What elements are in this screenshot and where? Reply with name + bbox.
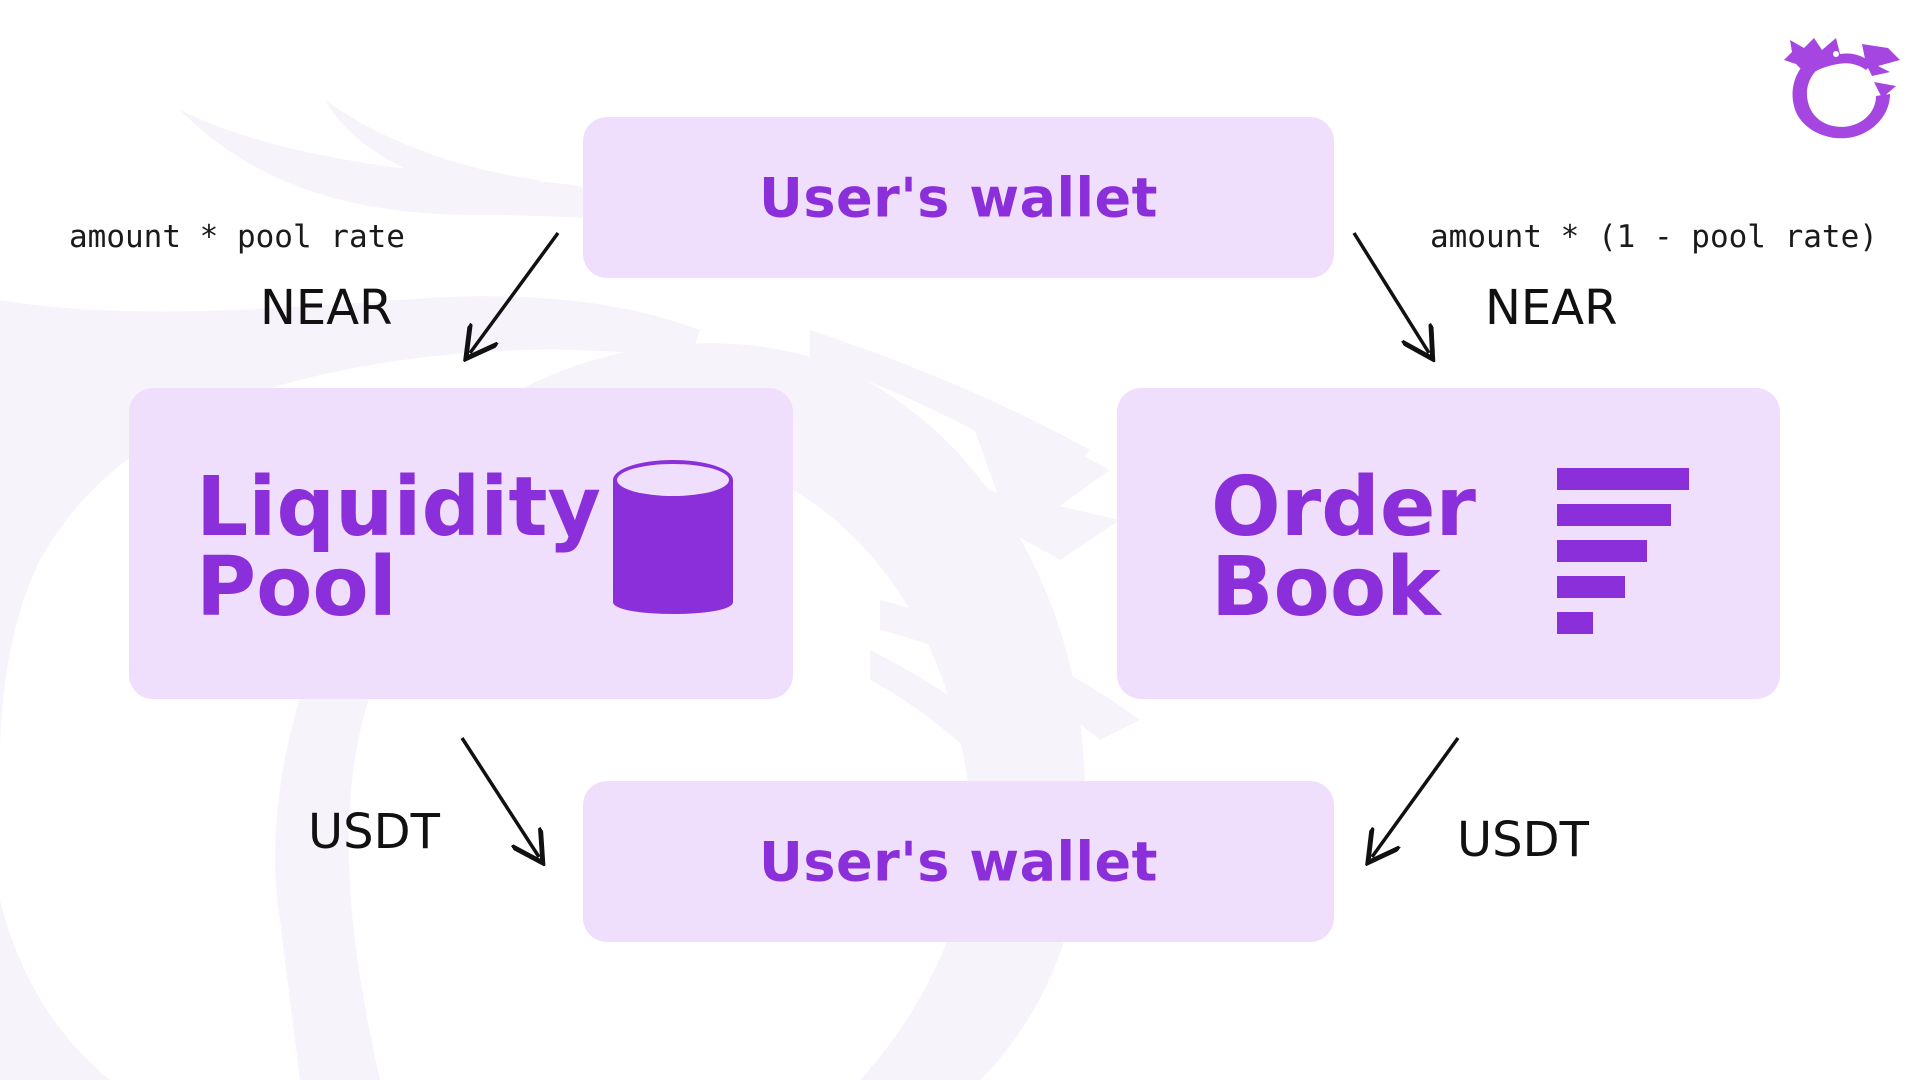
pool-near-label: NEAR xyxy=(260,280,393,336)
order-book-box: Order Book xyxy=(1117,388,1780,699)
bottom-wallet-label: User's wallet xyxy=(758,830,1158,893)
top-wallet-box: User's wallet xyxy=(583,117,1334,278)
order-book-formula-label: amount * (1 - pool rate) xyxy=(1430,219,1878,255)
top-wallet-label: User's wallet xyxy=(758,166,1158,229)
order-book-bars-icon xyxy=(1557,468,1689,634)
order-book-near-label: NEAR xyxy=(1485,280,1618,336)
dragon-logo-icon xyxy=(1784,38,1900,139)
order-book-line2: Book xyxy=(1211,540,1441,635)
pool-usdt-label: USDT xyxy=(308,804,440,860)
liquidity-pool-box: Liquidity Pool xyxy=(129,388,793,699)
order-book-line1: Order xyxy=(1211,460,1476,555)
liquidity-pool-label: Liquidity Pool xyxy=(196,460,601,635)
order-book-usdt-label: USDT xyxy=(1457,812,1589,868)
bottom-wallet-box: User's wallet xyxy=(583,781,1334,942)
order-book-label: Order Book xyxy=(1211,460,1476,635)
liquidity-pool-line2: Pool xyxy=(196,540,397,635)
liquidity-pool-line1: Liquidity xyxy=(196,460,601,555)
pool-formula-label: amount * pool rate xyxy=(69,219,405,255)
database-cylinder-icon xyxy=(611,460,735,621)
